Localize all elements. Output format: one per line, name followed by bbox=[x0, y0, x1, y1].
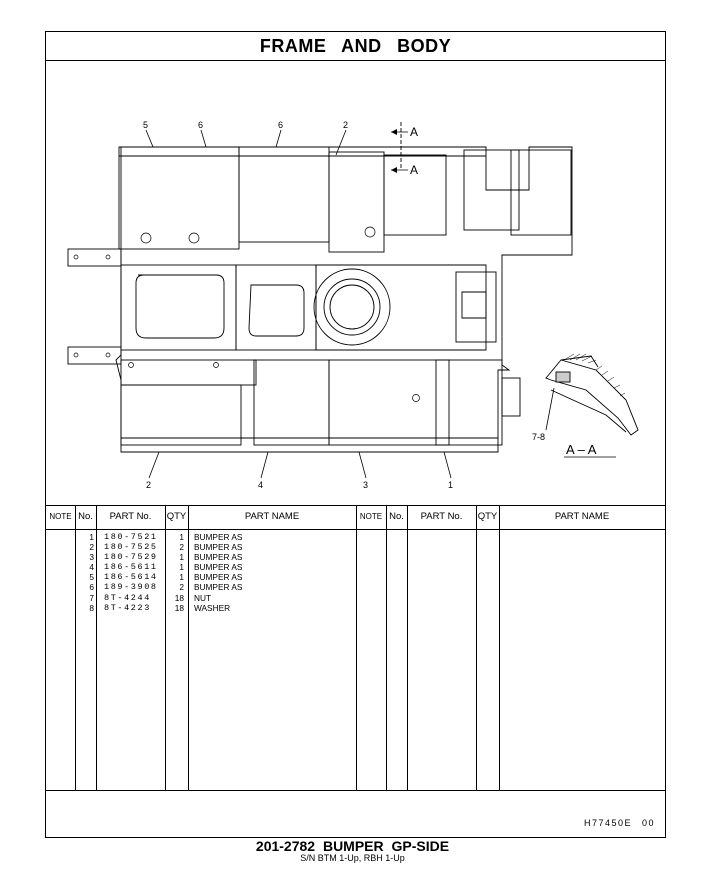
header-part-name: PART NAME bbox=[244, 511, 300, 522]
row-part-name: WASHER bbox=[194, 602, 231, 613]
callout-top-1: 5 bbox=[143, 120, 148, 130]
table-row: 1 180-7521 1 BUMPER AS bbox=[46, 532, 356, 542]
header-no: No. bbox=[78, 511, 93, 522]
row-no: 4 bbox=[89, 562, 94, 573]
table-row: 7 8T-4244 18 NUT bbox=[46, 593, 356, 603]
row-part-name: BUMPER AS bbox=[194, 542, 243, 553]
parts-page-frame: FRAME AND BODY bbox=[45, 31, 666, 838]
row-no: 8 bbox=[89, 602, 94, 613]
header-part-no-2: PART No. bbox=[420, 511, 463, 522]
table-row: 5 186-5614 1 BUMPER AS bbox=[46, 572, 356, 582]
callout-bottom-3: 3 bbox=[363, 480, 368, 490]
row-part-name: BUMPER AS bbox=[194, 562, 243, 573]
row-qty: 18 bbox=[174, 602, 184, 613]
row-no: 5 bbox=[89, 572, 94, 583]
callout-top-4: 2 bbox=[343, 120, 348, 130]
callout-bottom-1: 2 bbox=[146, 480, 151, 490]
row-no: 1 bbox=[89, 532, 94, 542]
row-part-number: 189-3908 bbox=[104, 582, 158, 593]
header-part-name-2: PART NAME bbox=[554, 511, 610, 522]
row-qty: 1 bbox=[179, 572, 184, 583]
header-note: NOTE bbox=[49, 512, 72, 521]
exploded-drawing: 5 6 6 2 2 4 3 1 7-8 A A A – A bbox=[67, 120, 639, 490]
callout-top-2: 6 bbox=[198, 120, 203, 130]
table-row: 4 186-5611 1 BUMPER AS bbox=[46, 562, 356, 572]
section-mark-a-bottom: A bbox=[410, 163, 418, 177]
row-qty: 1 bbox=[179, 532, 184, 542]
row-no: 3 bbox=[89, 552, 94, 563]
header-part-no: PART No. bbox=[109, 511, 152, 522]
header-qty: QTY bbox=[166, 511, 187, 522]
footer-divider bbox=[46, 790, 665, 791]
row-no: 6 bbox=[89, 582, 94, 593]
row-part-number: 186-5614 bbox=[104, 572, 158, 583]
row-qty: 2 bbox=[179, 542, 184, 553]
row-part-name: BUMPER AS bbox=[194, 582, 243, 593]
row-part-number: 8T-4244 bbox=[104, 592, 151, 603]
illustration-code: H77450E 00 bbox=[583, 818, 655, 828]
row-part-name: BUMPER AS bbox=[194, 552, 243, 563]
section-label: A – A bbox=[566, 442, 597, 457]
table-row: 2 180-7525 2 BUMPER AS bbox=[46, 542, 356, 552]
row-part-number: 186-5611 bbox=[104, 562, 158, 573]
row-qty: 2 bbox=[179, 582, 184, 593]
page-title: FRAME AND BODY bbox=[46, 32, 665, 61]
table-row: 6 189-3908 2 BUMPER AS bbox=[46, 582, 356, 592]
parts-table-header: NOTE No. PART No. QTY PART NAME NOTE No.… bbox=[46, 505, 665, 530]
serial-range: S/N BTM 1-Up, RBH 1-Up bbox=[300, 853, 405, 863]
row-part-number: 180-7529 bbox=[104, 552, 158, 563]
callout-top-3: 6 bbox=[278, 120, 283, 130]
row-no: 2 bbox=[89, 542, 94, 553]
row-qty: 1 bbox=[179, 562, 184, 573]
row-part-number: 8T-4223 bbox=[104, 602, 151, 613]
row-part-number: 180-7521 bbox=[104, 532, 158, 542]
table-row: 8 8T-4223 18 WASHER bbox=[46, 603, 356, 613]
table-row: 3 180-7529 1 BUMPER AS bbox=[46, 552, 356, 562]
header-qty-2: QTY bbox=[477, 511, 498, 522]
row-part-name: BUMPER AS bbox=[194, 572, 243, 583]
detail-callout: 7-8 bbox=[532, 432, 545, 442]
section-mark-a-top: A bbox=[410, 125, 418, 139]
row-part-name: NUT bbox=[194, 592, 212, 603]
row-part-number: 180-7525 bbox=[104, 542, 158, 553]
row-qty: 18 bbox=[174, 592, 184, 603]
row-no: 7 bbox=[89, 592, 94, 603]
row-part-name: BUMPER AS bbox=[194, 532, 243, 542]
callout-bottom-2: 4 bbox=[258, 480, 263, 490]
callout-bottom-4: 1 bbox=[448, 480, 453, 490]
header-no-2: No. bbox=[389, 511, 404, 522]
header-note-2: NOTE bbox=[359, 512, 383, 521]
group-title: 201-2782 BUMPER GP-SIDE bbox=[255, 838, 450, 854]
row-qty: 1 bbox=[179, 552, 184, 563]
